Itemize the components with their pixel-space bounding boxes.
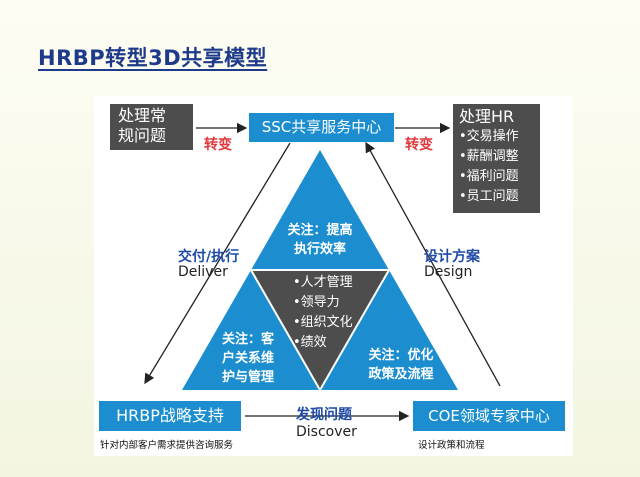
triangle-right [320,270,458,390]
triangle-top-line-1: 关注：提高 [287,223,353,238]
hrbp-label: HRBP战略支持 [116,406,224,425]
arrow-ssc-to-hrbp [144,142,291,385]
triangle-left-text: 关注：客 户关系维 护与管理 [208,330,288,387]
hr-tasks-title: 处理HR [459,107,515,126]
hr-task-item: •薪酬调整 [459,149,519,164]
triangle-left-line-2: 户关系维 [221,351,274,366]
hr-task-item: •福利问题 [459,169,519,184]
triangle-left [182,270,320,390]
deliver-cn-label: 交付/执行 [178,249,240,265]
triangle-left-line-1: 关注：客 [221,332,274,347]
coe-box: COE领域专家中心 [413,401,565,431]
triangle-right-line-2: 政策及流程 [368,367,434,382]
design-cn-label: 设计方案 [424,249,480,265]
hr-task-item: •员工问题 [459,189,519,204]
transition-right-label: 转变 [405,137,433,153]
triangle-top-text: 关注：提高 执行效率 [280,221,360,259]
arrow-coe-to-ssc [365,141,501,387]
center-item: •领导力 [293,295,340,310]
triangle-top [251,150,389,270]
triangle-right-line-1: 关注：优化 [368,348,434,363]
design-en-label: Design [424,264,473,280]
routine-issues-box: 处理常 规问题 [110,104,193,150]
routine-issues-line-1: 处理常 [118,106,167,125]
triangle-left-line-3: 护与管理 [221,370,274,385]
triangle-center-list: •人才管理 •领导力 •组织文化 •绩效 [293,273,353,353]
discover-cn-label: 发现问题 [296,407,352,423]
discover-en-label: Discover [296,424,357,440]
hr-tasks-box: 处理HR •交易操作 •薪酬调整 •福利问题 •员工问题 [453,104,540,213]
center-item: •人才管理 [293,275,353,290]
ssc-label: SSC共享服务中心 [261,118,382,136]
deliver-en-label: Deliver [178,264,228,280]
coe-description: 设计政策和流程 [418,440,485,451]
coe-label: COE领域专家中心 [428,407,550,425]
ssc-box: SSC共享服务中心 [249,113,394,142]
triangle-right-text: 关注：优化 政策及流程 [356,346,446,384]
triangle-top-line-2: 执行效率 [293,242,346,257]
center-item: •组织文化 [293,315,353,330]
hr-task-item: •交易操作 [459,129,519,144]
center-item: •绩效 [293,335,327,350]
page-title: HRBP转型3D共享模型 [38,46,268,70]
hrbp-box: HRBP战略支持 [99,401,241,431]
transition-left-label: 转变 [204,137,232,153]
hrbp-description: 针对内部客户需求提供咨询服务 [100,440,234,451]
triangle-center [251,270,389,390]
routine-issues-line-2: 规问题 [118,126,167,145]
